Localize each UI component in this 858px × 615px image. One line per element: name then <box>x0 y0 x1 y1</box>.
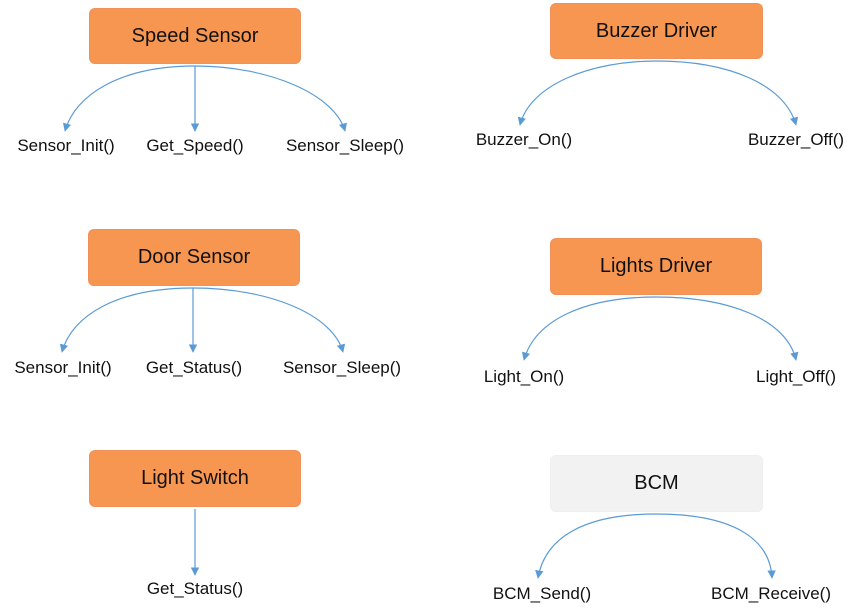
function-label: Light_Off() <box>755 367 837 386</box>
connector-light-on <box>521 296 657 361</box>
module-title: BCM <box>634 472 679 494</box>
function-label: Get_Speed() <box>146 136 244 155</box>
connector-speed-sensor-init <box>62 65 196 132</box>
module-door-sensor: Door Sensor <box>88 229 300 286</box>
function-label: Get_Status() <box>145 358 243 377</box>
function-label: Sensor_Init() <box>14 358 112 377</box>
connector-buzzer-on <box>517 60 657 126</box>
connector-buzzer-off <box>655 60 799 126</box>
function-label: Light_On() <box>483 367 565 386</box>
function-label: Sensor_Init() <box>17 136 115 155</box>
function-label: BCM_Send() <box>492 584 592 603</box>
module-bcm: BCM <box>550 455 763 512</box>
module-title: Lights Driver <box>599 255 713 277</box>
module-title: Speed Sensor <box>131 24 259 47</box>
function-label: BCM_Receive() <box>711 584 831 603</box>
module-lights-driver: Lights Driver <box>550 238 762 295</box>
module-light-switch: Light Switch <box>89 450 301 507</box>
connector-bcm-receive <box>655 513 776 579</box>
module-title: Door Sensor <box>137 246 251 268</box>
function-label: Buzzer_Off() <box>747 130 845 149</box>
connector-speed-sensor-sleep <box>194 65 348 132</box>
function-label: Sensor_Sleep() <box>285 136 405 155</box>
connector-light-off <box>655 296 799 361</box>
connector-door-sensor-sleep <box>192 287 346 353</box>
module-title: Buzzer Driver <box>595 19 718 42</box>
connector-bcm-send <box>535 513 657 579</box>
module-buzzer-driver: Buzzer Driver <box>550 3 763 59</box>
function-label: Buzzer_On() <box>475 130 573 149</box>
function-label: Sensor_Sleep() <box>282 358 402 377</box>
module-title: Light Switch <box>141 467 249 489</box>
function-label: Get_Status() <box>146 579 244 598</box>
module-speed-sensor: Speed Sensor <box>89 8 301 64</box>
connector-door-sensor-init <box>59 287 194 353</box>
